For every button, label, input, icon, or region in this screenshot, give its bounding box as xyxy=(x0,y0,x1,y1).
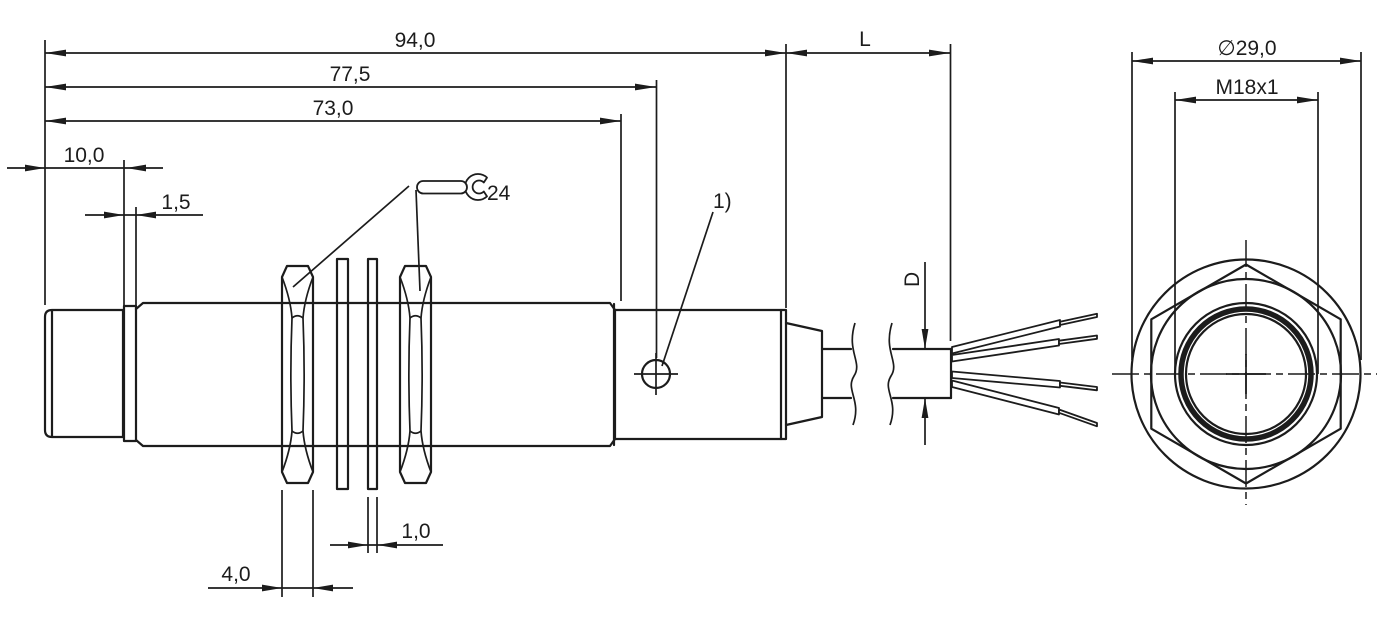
dim-outer-diameter: ∅29,0 xyxy=(1132,37,1361,65)
dim-label-15: 1,5 xyxy=(161,191,190,214)
dim-label-775: 77,5 xyxy=(330,63,371,86)
dim-thread-spec: M18x1 xyxy=(1175,76,1318,104)
barrel-top-edge xyxy=(134,301,617,312)
wrench-size-label: 24 xyxy=(487,182,511,205)
thread-ring xyxy=(1178,306,1314,442)
dim-label-D: D xyxy=(901,272,924,287)
front-extension-lines xyxy=(1131,52,1362,374)
side-view: 24 xyxy=(7,28,1098,597)
break-line-2 xyxy=(887,322,895,426)
dim-label-94: 94,0 xyxy=(395,29,436,52)
wires xyxy=(951,312,1098,428)
dim-cable-diameter: D xyxy=(901,262,929,445)
sensing-face-circle xyxy=(1184,312,1308,436)
dim-tip-length: 10,0 xyxy=(7,144,163,172)
cable xyxy=(820,322,953,426)
wire-3 xyxy=(951,370,1098,392)
led-callout-leader xyxy=(661,211,714,367)
dim-washer-thickness: 1,0 xyxy=(330,520,443,549)
hex-nut-1 xyxy=(280,264,315,485)
extension-lines xyxy=(44,40,952,597)
dim-nut-thickness: 4,0 xyxy=(208,563,353,592)
hex-nut-2 xyxy=(398,264,433,485)
wrench-leader-1 xyxy=(292,185,410,288)
outer-diameter-circle xyxy=(1130,258,1362,490)
dim-label-40: 4,0 xyxy=(221,563,250,586)
front-view: ∅29,0 M18x1 xyxy=(1112,37,1377,505)
dim-label-m18: M18x1 xyxy=(1215,76,1278,99)
sensing-tip xyxy=(43,308,125,439)
wire-1 xyxy=(951,312,1098,355)
rear-housing xyxy=(613,308,788,441)
wrench-icon xyxy=(416,173,488,201)
dim-overall-length: 94,0 xyxy=(45,29,786,57)
washer-1 xyxy=(335,257,350,491)
groove-ring xyxy=(122,304,138,443)
dim-cable-length: L xyxy=(786,28,950,57)
barrel-bottom-edge xyxy=(134,437,617,448)
led-indicator-hole xyxy=(634,353,678,395)
washer-2 xyxy=(366,257,379,491)
across-flats-circle xyxy=(1149,277,1343,471)
wire-4 xyxy=(951,379,1098,428)
dim-groove-width: 1,5 xyxy=(85,191,203,219)
dim-label-73: 73,0 xyxy=(313,97,354,120)
led-callout-label: 1) xyxy=(713,190,732,213)
hex-nut-outline xyxy=(1150,263,1342,485)
dim-label-29: ∅29,0 xyxy=(1217,37,1276,60)
wrench-leader-2 xyxy=(415,189,421,292)
dim-label-10w: 1,0 xyxy=(401,520,430,543)
dim-length-to-led: 77,5 xyxy=(45,63,656,91)
wire-2 xyxy=(951,334,1098,363)
dim-thread-length: 73,0 xyxy=(45,97,621,125)
dim-label-10: 10,0 xyxy=(64,144,105,167)
break-line-1 xyxy=(850,322,858,426)
dim-label-L: L xyxy=(859,28,871,51)
cable-gland xyxy=(784,321,824,427)
